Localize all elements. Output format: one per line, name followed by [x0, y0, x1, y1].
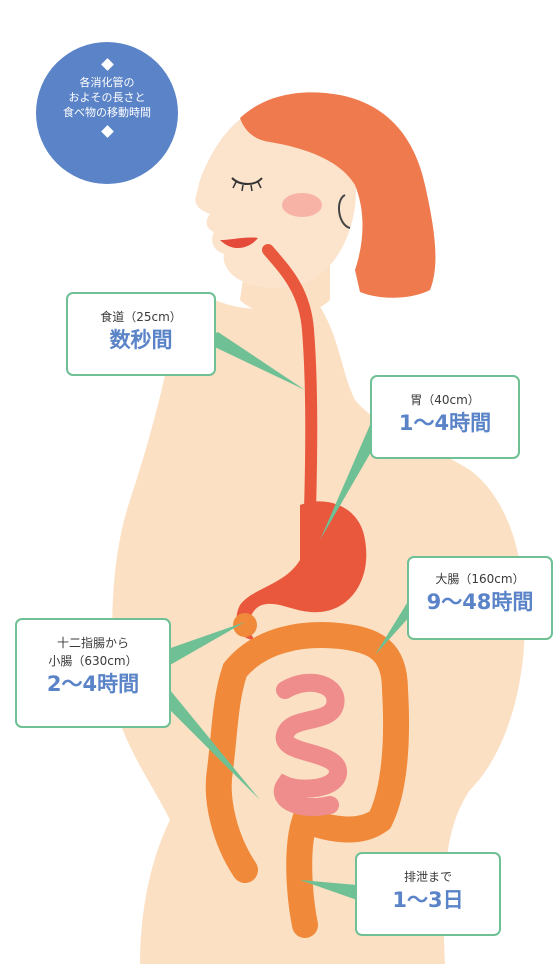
callout-label-line-2: 小腸（630cm） [17, 652, 169, 670]
callout-time: 1～3日 [357, 886, 499, 914]
diamond-icon [101, 58, 114, 71]
badge-line-2: およその長さと [36, 90, 178, 105]
callout-label-line-1: 十二指腸から [17, 634, 169, 652]
callout-label: 大腸（160cm） [409, 570, 551, 588]
callout-label: 排泄まで [357, 868, 499, 886]
info-badge: 各消化管の およその長さと 食べ物の移動時間 [36, 42, 178, 184]
badge-line-3: 食べ物の移動時間 [36, 105, 178, 120]
cheek [282, 193, 322, 217]
diamond-icon [101, 125, 114, 138]
callout-label: 食道（25cm） [68, 308, 214, 326]
callout-stomach: 胃（40cm） 1～4時間 [370, 375, 520, 459]
callout-time: 2～4時間 [17, 670, 169, 698]
callout-esophagus: 食道（25cm） 数秒間 [66, 292, 216, 376]
callout-time: 1～4時間 [372, 409, 518, 437]
badge-line-1: 各消化管の [36, 75, 178, 90]
callout-time: 9～48時間 [409, 588, 551, 616]
callout-excretion: 排泄まで 1～3日 [355, 852, 501, 936]
callout-label: 胃（40cm） [372, 391, 518, 409]
callout-small-intestine: 十二指腸から 小腸（630cm） 2～4時間 [15, 618, 171, 728]
callout-large-intestine: 大腸（160cm） 9～48時間 [407, 556, 553, 640]
callout-time: 数秒間 [68, 326, 214, 354]
